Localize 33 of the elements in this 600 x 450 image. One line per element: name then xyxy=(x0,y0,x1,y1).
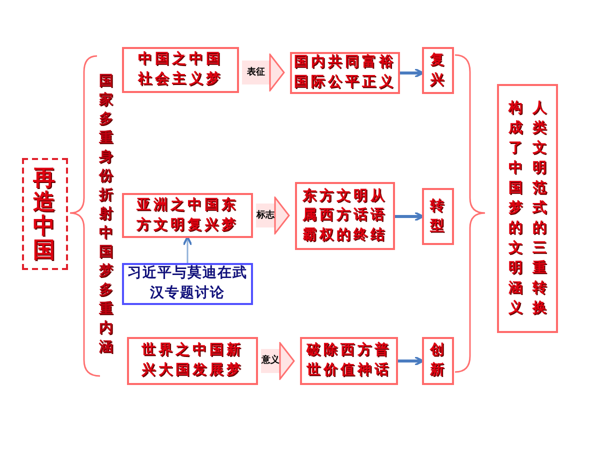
box-text: 创新 xyxy=(430,341,446,380)
box-text: 东方文明从属西方话语霸权的终结 xyxy=(302,186,388,245)
box-text: 习近平与莫迪在武汉专题讨论 xyxy=(126,264,248,303)
text-box xyxy=(122,193,253,238)
box-text: 中国之中国社会主义梦 xyxy=(136,50,224,89)
title-box xyxy=(22,158,68,270)
vertical-text: 人类文明范式的三重转换构成了中国梦的文明涵义 xyxy=(508,98,546,318)
arrow xyxy=(400,68,424,78)
box-text: 世界之中国新兴大国发展梦 xyxy=(140,341,244,380)
box-text: 亚洲之中国东方文明复兴梦 xyxy=(135,196,240,234)
vertical-label: 国家多重身份折射中国梦多重内涵 xyxy=(99,72,113,357)
box-text: 复兴 xyxy=(430,50,446,90)
box-text: 再造中国 xyxy=(33,166,57,262)
text-box xyxy=(300,337,398,385)
text-box xyxy=(295,182,395,250)
text-box xyxy=(422,337,454,385)
arrow xyxy=(182,236,192,263)
box-text: 转型 xyxy=(430,196,446,236)
box-text: 破除西方普世价值神话 xyxy=(305,341,392,380)
edge-label: 意义 xyxy=(262,356,280,366)
block-arrow xyxy=(261,342,295,380)
text-box xyxy=(497,84,558,333)
text-box xyxy=(422,188,454,245)
box-text: 国内共同富裕国际公平正义 xyxy=(293,53,397,92)
edge-label: 表征 xyxy=(247,68,265,77)
edge-label: 标志 xyxy=(256,211,274,220)
block-arrow xyxy=(242,54,285,92)
text-box xyxy=(422,47,454,94)
text-box xyxy=(122,47,239,93)
arrow xyxy=(395,212,424,222)
text-box xyxy=(127,337,258,385)
arrow xyxy=(398,356,424,366)
block-arrow xyxy=(256,196,290,234)
